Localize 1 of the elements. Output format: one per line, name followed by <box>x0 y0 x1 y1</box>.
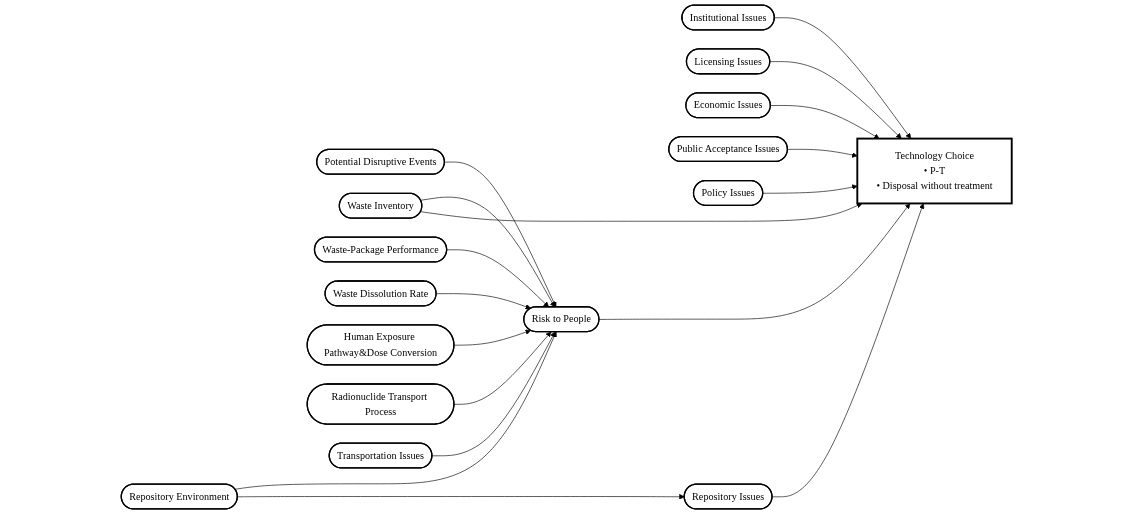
node-box: Technology Choice • P-T • Disposal without treatment <box>856 137 1013 205</box>
